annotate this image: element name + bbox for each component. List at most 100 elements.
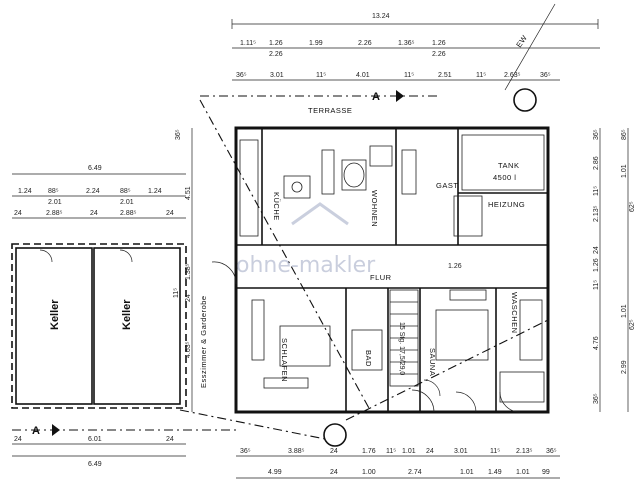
section-marker-bottom: A [12,99,549,447]
dim-r-i: 36⁵ [593,393,600,404]
dim-bl-a: 24 [14,436,22,443]
dim-b2-h: 99 [542,469,550,476]
dim-r-b: 2.86 [593,156,600,170]
dim-left-h: 24 [14,210,22,217]
dim-left-k: 2.88⁵ [120,210,137,217]
dim-rb-d: 1.01 [621,304,628,318]
dim-r-a: 36⁵ [593,129,600,140]
dim-top-n: 2.51 [438,72,452,79]
doors [211,261,521,413]
dim-top-b: 1.26 [269,40,283,47]
dim-vert-d: 1.38⁵ [185,263,192,280]
dim-left-width: 6.49 [88,165,102,172]
house-walls [234,126,550,414]
stairs: 15 Stg. 17,5/29,0 [389,289,419,387]
label-tank-2: 4500 l [493,173,516,182]
dim-b2-f: 1.49 [488,469,502,476]
dim-b2-e: 1.01 [460,469,474,476]
dim-top-i: 36⁵ [236,72,247,79]
label-keller-2: Keller [121,299,133,330]
dim-b1-e: 11⁵ [386,448,396,455]
dim-b2-b: 24 [330,469,338,476]
dim-left-e: 1.24 [148,188,162,195]
dim-rb-f: 2.99 [621,360,628,374]
section-label-bottom-left: A [32,425,40,437]
dim-b1-j: 2.13⁵ [516,448,533,455]
label-flur: FLUR [370,273,392,282]
watermark-text: ohne-makler [236,253,376,278]
dim-rb-c: 62⁵ [629,201,636,212]
dim-vert-a: 36⁵ [175,129,182,140]
dim-top-g: 2.26 [269,51,283,58]
dim-rb-b: 1.01 [621,164,628,178]
dim-bl-total: 6.49 [88,461,102,468]
dim-b1-c: 24 [330,448,338,455]
dim-b2-c: 1.00 [362,469,376,476]
label-sauna: SAUNA [428,348,437,376]
dim-b2-d: 2.74 [408,469,422,476]
dim-b2-a: 4.99 [268,469,282,476]
dim-b1-a: 36⁵ [240,448,251,455]
dim-top-e: 1.36⁵ [398,40,415,47]
dim-left-c: 2.24 [86,188,100,195]
dim-left-l: 24 [166,210,174,217]
dim-r-h: 4.76 [593,336,600,350]
dim-r-c: 11⁵ [593,186,600,196]
dim-r-e: 24 [593,246,600,254]
dim-rb-e: 62⁵ [629,319,636,330]
dim-bl-b: 6.01 [88,436,102,443]
dim-b2-g: 1.01 [516,469,530,476]
dim-left-g: 2.01 [120,199,134,206]
dim-top-m: 11⁵ [404,72,414,79]
dim-top-h: 2.26 [432,51,446,58]
keller-annex: Keller Keller [11,243,187,409]
dim-r-g: 11⁵ [593,280,600,290]
label-esszimmer: Esszimmer & Garderobe [199,295,208,388]
label-kueche: KÜCHE [272,192,281,221]
dim-vert-b: 4.51 [185,186,192,200]
dim-top-l: 4.01 [356,72,370,79]
dim-b1-f: 1.01 [402,448,416,455]
dim-top-total: 13.24 [372,13,390,20]
dim-top-o: 11⁵ [476,72,486,79]
dim-top-d: 2.26 [358,40,372,47]
dim-b1-b: 3.88⁵ [288,448,305,455]
furniture [239,134,545,403]
label-keller-1: Keller [49,299,61,330]
bottom-dimensions: 36⁵ 3.88⁵ 24 1.76 11⁵ 1.01 24 3.01 11⁵ 2… [236,448,560,479]
label-waschen: WASCHEN [510,292,519,334]
section-marker-top: A [200,88,537,112]
label-bad: BAD [364,350,373,367]
dim-left-a: 1.24 [18,188,32,195]
bottom-left-dimensions: 24 6.01 24 6.49 [12,436,186,468]
dim-top-j: 3.01 [270,72,284,79]
dim-b1-h: 3.01 [454,448,468,455]
left-dimensions: 6.49 1.24 88⁵ 2.24 88⁵ 1.24 2.01 2.01 24… [12,128,193,412]
label-heizung: HEIZUNG [488,200,525,209]
dim-vert-c: 11⁵ [173,288,180,298]
dim-b1-g: 24 [426,448,434,455]
dim-left-j: 24 [90,210,98,217]
label-gast: GAST [436,181,458,190]
dim-top-a: 1.11⁵ [240,40,256,47]
right-dimensions: 36⁵ 2.86 11⁵ 2.13⁵ 24 1.26 11⁵ 4.76 36⁵ … [593,128,636,412]
dim-r-d: 2.13⁵ [593,205,600,222]
dim-r-f: 1.26 [593,258,600,272]
dim-left-f: 2.01 [48,199,62,206]
label-terrasse: TERRASSE [308,106,352,115]
dim-vert-e: 24 [185,294,192,302]
dim-b1-k: 36⁵ [546,448,557,455]
dim-left-b: 88⁵ [48,188,59,195]
dim-b1-d: 1.76 [362,448,376,455]
top-dimensions: 13.24 1.11⁵ 1.26 1.99 2.26 1.36⁵ 1.26 2.… [231,13,600,81]
dim-top-f: 1.26 [432,40,446,47]
dim-bl-c: 24 [166,436,174,443]
dim-top-k: 11⁵ [316,72,326,79]
room-labels: KÜCHE WOHNEN GAST TANK 4500 l HEIZUNG FL… [199,161,525,388]
dim-top-c: 1.99 [309,40,323,47]
dim-vert-f: 4.63⁵ [185,341,192,358]
watermark: ohne-makler [236,202,376,278]
dim-left-d: 88⁵ [120,188,131,195]
compass-label: EW [514,33,529,49]
